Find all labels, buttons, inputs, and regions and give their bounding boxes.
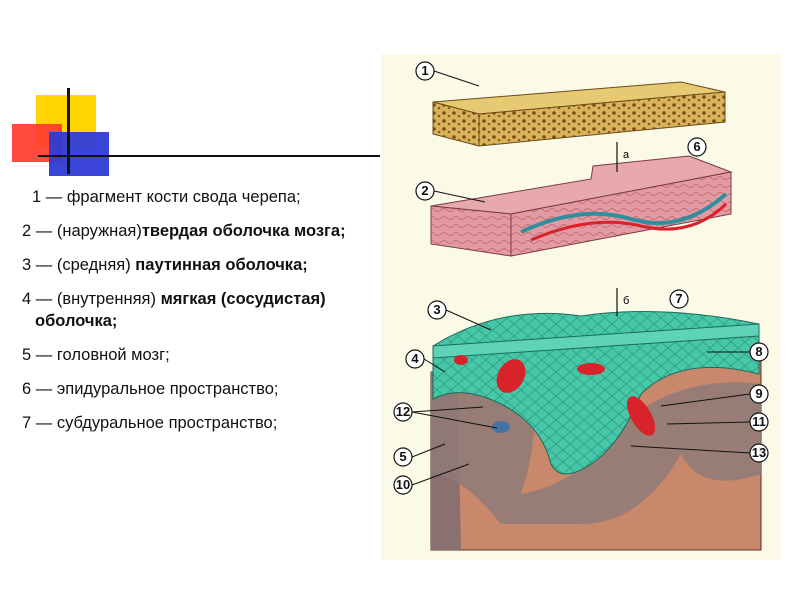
callout-5: 5 (399, 449, 406, 464)
legend-item-6: 6 — эпидуральное пространство; (22, 380, 279, 398)
callout-11: 11 (752, 414, 766, 429)
legend-item-7: 7 — субдуральное пространство; (22, 414, 278, 432)
callout-3: 3 (433, 302, 440, 317)
legend-item-1: 1 — фрагмент кости свода черепа; (32, 188, 301, 206)
legend-item-2: 2 — (наружная)твердая оболочка мозга; (22, 222, 346, 240)
arrow-label-a: а (623, 149, 630, 161)
callout-7: 7 (675, 291, 682, 306)
arrow-label-b: б (623, 295, 629, 307)
legend-list: 1 — фрагмент кости свода черепа; 2 — (на… (22, 186, 382, 446)
callout-9: 9 (755, 386, 762, 401)
callout-8: 8 (755, 344, 762, 359)
dura-layer (430, 155, 733, 257)
callouts: 1 2 3 4 5 6 7 8 9 10 11 12 (393, 61, 769, 495)
legend-item-4: 4 — (внутренняя) мягкая (сосудистая) обо… (22, 290, 326, 330)
callout-10: 10 (396, 477, 410, 492)
lower-block (430, 311, 762, 551)
callout-6: 6 (693, 139, 700, 154)
decor-vertical-line (67, 88, 70, 174)
callout-1: 1 (421, 63, 428, 78)
legend-item-5: 5 — головной мозг; (22, 346, 170, 364)
callout-4: 4 (411, 351, 419, 366)
callout-13: 13 (752, 445, 766, 460)
space-arrows: а б (616, 142, 630, 316)
legend-item-3: 3 — (средняя) паутинная оболочка; (22, 256, 308, 274)
meninges-diagram: а б 1 2 3 4 5 6 7 8 9 10 11 (393, 61, 769, 551)
bone-layer (432, 81, 726, 147)
decor-horizontal-line (38, 155, 380, 157)
decor-blue-square (49, 132, 109, 176)
callout-12: 12 (396, 404, 410, 419)
meninges-figure: а б 1 2 3 4 5 6 7 8 9 10 11 (381, 54, 781, 560)
callout-2: 2 (421, 183, 428, 198)
